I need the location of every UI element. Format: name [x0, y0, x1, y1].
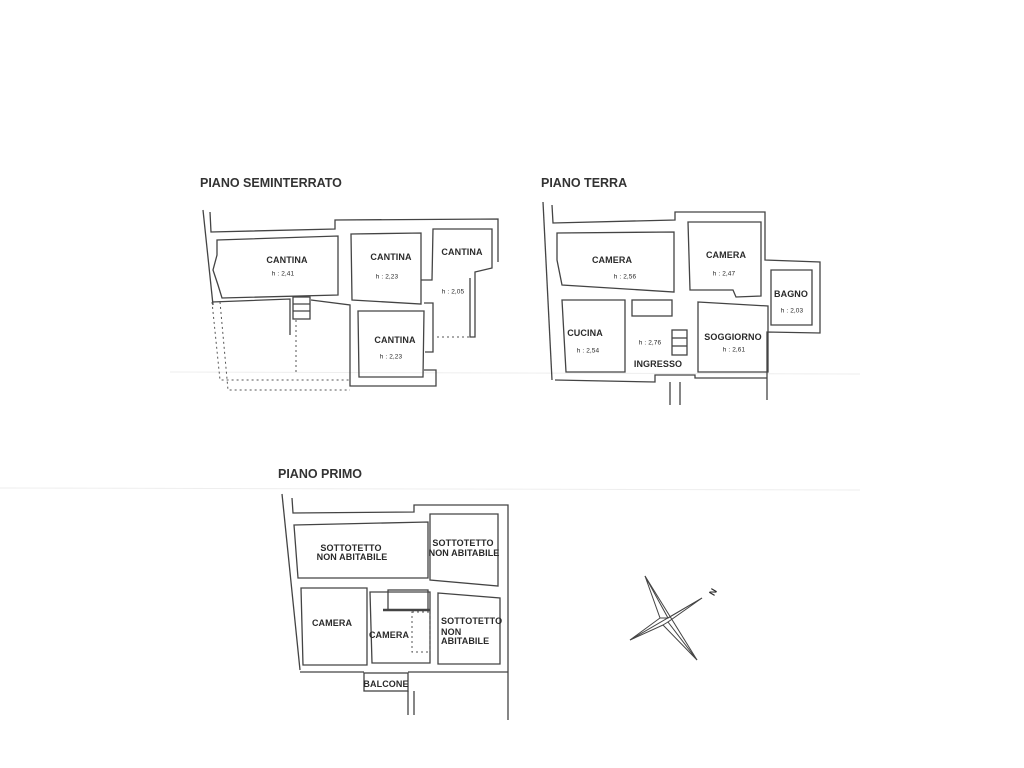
room-label: SOTTOTETTO	[432, 538, 494, 548]
room-height: h : 2,56	[613, 273, 637, 281]
room-height: h : 2,54	[576, 347, 600, 355]
floor-title: PIANO SEMINTERRATO	[200, 176, 342, 190]
room-label: BAGNO	[774, 289, 808, 299]
floor-title: PIANO TERRA	[541, 176, 628, 190]
room-label: CAMERA	[591, 255, 633, 265]
room-height: h : 2,41	[271, 270, 295, 278]
room-label: NON ABITABILE	[428, 548, 500, 558]
room-height: h : 2,61	[722, 346, 746, 354]
room-label: CANTINA	[370, 252, 412, 262]
scan-artifact-line	[0, 487, 861, 491]
room-height: h : 2,23	[375, 273, 399, 281]
room-height: h : 2,76	[638, 339, 662, 347]
stairs	[671, 329, 688, 356]
room-height: h : 2,03	[780, 307, 804, 315]
room-label: BALCONE	[363, 679, 409, 689]
room-height: h : 2,23	[379, 353, 403, 361]
room-height: h : 2,47	[712, 270, 736, 278]
terra-walls	[542, 201, 821, 405]
room-label: CANTINA	[266, 255, 308, 265]
room-label: NON ABITABILE	[316, 552, 388, 562]
primo-walls	[281, 493, 509, 720]
room-label: CAMERA	[705, 250, 747, 260]
stairs	[387, 589, 429, 611]
room-label: SOGGIORNO	[704, 332, 762, 342]
room-label: CAMERA	[368, 630, 410, 640]
stairs	[631, 299, 673, 317]
room-label: CANTINA	[374, 335, 416, 345]
room-label: CAMERA	[311, 618, 353, 628]
room-label: CANTINA	[441, 247, 483, 257]
room-label: NON	[441, 627, 462, 637]
room-label: SOTTOTETTO	[441, 616, 503, 626]
seminterrato-walls	[202, 209, 499, 391]
floor-title: PIANO PRIMO	[278, 467, 363, 481]
balcony	[363, 672, 409, 692]
room-height: h : 2,05	[441, 288, 465, 296]
scan-artifact-line	[169, 371, 861, 375]
room-label: INGRESSO	[633, 359, 683, 369]
room-label: SOTTOTETTO	[320, 543, 382, 553]
compass-rose-icon	[629, 575, 703, 661]
room-label: ABITABILE	[441, 636, 490, 646]
stairs	[292, 296, 311, 320]
room-label: CUCINA	[567, 328, 603, 338]
